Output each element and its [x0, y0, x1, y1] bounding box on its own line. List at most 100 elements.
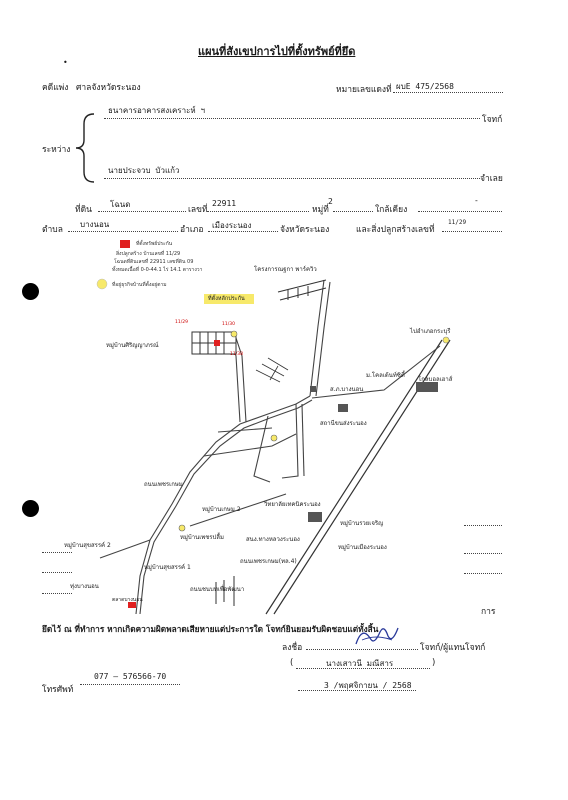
building-label: และสิ่งปลูกสร้างเลขที่ [356, 225, 435, 235]
phone-dotline [80, 684, 180, 685]
land-type-dotline [98, 211, 186, 212]
map-label-road-phetkasem: ถนนเพชรเกษม(ทล.4) [240, 558, 297, 565]
right-dotline-3 [464, 573, 502, 574]
map-label-small-1: 11/29 [175, 320, 188, 325]
defendant-name: นายประจวบ บัวแก้ว [108, 166, 180, 175]
map-label-bus-station: สถานีขนส่งระนอง [320, 420, 367, 427]
kaan-word: การ [481, 607, 496, 617]
building-number: 11/29 [448, 219, 467, 226]
map-label-lotus: ม.โคลเด้นท์ซิตี้ [366, 372, 405, 379]
kraburi-marker [442, 336, 450, 344]
moo-dotline [333, 211, 373, 212]
phone-label: โทรศัพท์ [42, 685, 74, 695]
case-number-dotline [393, 92, 503, 93]
defendant-role: จำเลย [480, 174, 503, 184]
defendant-dotline [104, 178, 480, 179]
case-number-label: หมายเลขแดงที่ [336, 85, 392, 95]
legend-line-5: ที่อยู่ธุรกิจบ้านที่ตั้งอยู่ตาม [112, 282, 167, 288]
legend-line-3: โฉนดที่ดินเลขที่ 22911 เลขที่ดิน 09 [114, 259, 194, 265]
map-label-global: โกลบอลเฮาส์ [418, 376, 453, 383]
land-label: ที่ดิน [75, 205, 92, 215]
moo-value: 2 [328, 197, 333, 206]
housing-grid-center [255, 357, 289, 383]
map-label-village-kasem2: หมู่บ้านเกษม 2 [202, 506, 241, 513]
housing-grid-north [277, 279, 327, 301]
map-label-pwd-office: สนง.ทางหลวงระนอง [246, 536, 300, 543]
deed-number: 22911 [212, 199, 237, 208]
left-dotline-2 [42, 572, 72, 573]
legend-pin [96, 278, 108, 290]
map-label-project-north: โครงการณฐกา พาร์ควิว [254, 266, 317, 273]
moo-label: หมู่ที่ [312, 205, 329, 215]
map-label-technical-college: วิทยาลัยเทคนิคระนอง [264, 501, 321, 508]
map-label-village-suksan1: หมู่บ้านสุขสรรค์ 1 [144, 564, 191, 571]
map-label-road-rangorn: ถนนเพชรเกษม [144, 481, 183, 488]
province-label: จังหวัดระนอง [280, 225, 330, 235]
deed-number-label: เลขที่ [188, 205, 208, 215]
right-dotline-2 [464, 553, 502, 554]
location-map: ที่ตั้งทรัพย์ประกัน สิ่งปลูกสร้าง บ้านเล… [40, 236, 504, 616]
map-label-village-phet: หมู่บ้านเพชรปลื้ม [180, 534, 224, 541]
map-label-to-ranong-city: ทุ่งบางนอน [70, 583, 99, 590]
amphoe-dotline [208, 231, 278, 232]
right-dotline-1 [464, 525, 502, 526]
date-dotline [298, 690, 416, 691]
map-label-small-2: 11/30 [222, 322, 235, 327]
signature-mark [355, 627, 399, 645]
signer-name: นางเสาวนี มณีสาร [326, 659, 394, 668]
legend-asset-marker [120, 240, 130, 248]
near-dotline [418, 211, 502, 212]
map-label-village-ranong: หมู่บ้านเมืองระนอง [338, 544, 387, 551]
market-marker [128, 602, 136, 608]
deed-number-dotline [207, 211, 309, 212]
asset-marker [214, 340, 220, 346]
local-roads [99, 279, 441, 615]
brace-symbol [75, 113, 95, 183]
document-title: แผนที่สังเขปการไปที่ตั้งทรัพย์ที่ยึด [198, 45, 356, 58]
punch-hole-bottom [22, 500, 39, 517]
map-pins [178, 330, 278, 532]
signature-dotline [306, 649, 418, 650]
tambon-value: บางนอน [80, 220, 110, 229]
map-label-road-phet: ถนนชนบทเพื่อพัฒนา [190, 586, 245, 593]
map-label-small-3: 11/38 [230, 352, 243, 357]
left-dotline-3 [42, 593, 72, 594]
near-value: - [474, 196, 479, 205]
asset-tag-box [204, 294, 254, 304]
map-label-village-ruay: หมู่บ้านรวยเจริญ [340, 520, 384, 527]
tambon-dotline [68, 231, 178, 232]
signer-open-paren: ( [290, 658, 294, 668]
map-label-village-suksan2: หมู่บ้านสุขสรรค์ 2 [64, 542, 111, 549]
court-label: คดีแพ่ง [42, 83, 69, 93]
sign-role: โจทก์/ผู้แทนโจทก์ [420, 643, 486, 653]
plaintiff-dotline [104, 118, 480, 119]
tambon-label: ตำบล [42, 225, 63, 235]
signer-close-paren: ) [432, 658, 436, 668]
map-label-police: ส.ภ.บางนอน [330, 386, 364, 393]
land-type: โฉนด [110, 200, 131, 209]
case-number: ผบE 475/2568 [396, 82, 454, 91]
map-label-to-kraburi: ไปอำเภอกระบุรี [410, 328, 451, 335]
map-drawing [96, 240, 451, 615]
punch-hole-top [22, 283, 39, 300]
plaintiff-role: โจทก์ [482, 115, 503, 125]
map-label-market: ตลาดบางนอน [112, 597, 143, 603]
between-label: ระหว่าง [42, 145, 71, 155]
legend-line-2: สิ่งปลูกสร้าง บ้านเลขที่ 11/29 [116, 251, 181, 257]
signer-name-dotline [296, 668, 430, 669]
dot-mark: • [63, 58, 68, 67]
court-name: ศาลจังหวัดระนอง [76, 83, 141, 93]
building-dotline [442, 231, 502, 232]
document-date: 3 /พฤศจิกายน / 2568 [324, 681, 412, 690]
building-symbols [308, 382, 438, 522]
amphoe-label: อำเภอ [180, 225, 204, 235]
plaintiff-name: ธนาคารอาคารสงเคราะห์ ฯ [108, 106, 205, 115]
legend-line-1: ที่ตั้งทรัพย์ประกัน [136, 241, 173, 247]
amphoe-value: เมืองระนอง [212, 221, 252, 230]
certification-text: ยึดไว้ ณ ที่ทำการ หากเกิดความผิดพลาดเสีย… [42, 624, 379, 634]
sign-label: ลงชื่อ [282, 643, 303, 653]
near-label: ใกล้เคียง [375, 205, 408, 215]
map-label-asset-tag: ที่ตั้งหลักประกัน [208, 296, 245, 302]
legend-line-4: ทั้งหมดเนื้อที่ 0-0-44.1 ไร่ 14.1 ตารางว… [112, 267, 203, 273]
left-dotline-1 [42, 552, 72, 553]
